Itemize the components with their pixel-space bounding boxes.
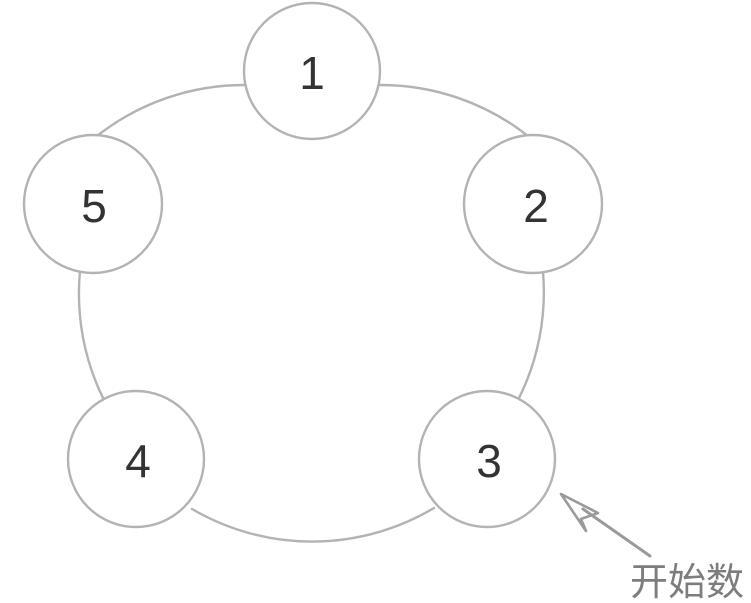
arrow-head-icon <box>559 492 600 533</box>
edge-4-to-5 <box>77 269 106 402</box>
node-label-1: 1 <box>299 47 325 99</box>
ring-connections <box>77 83 546 543</box>
node-circle-3[interactable] <box>417 389 557 529</box>
node-label-4: 4 <box>125 435 151 487</box>
edge-3-to-4 <box>190 506 436 543</box>
node-circle-1[interactable] <box>242 1 382 141</box>
node-circle-4[interactable] <box>66 389 206 529</box>
edge-5-to-1 <box>95 83 248 138</box>
node-group-2[interactable]: 2 <box>462 133 604 275</box>
node-label-5: 5 <box>81 180 107 232</box>
node-circle-5[interactable] <box>22 133 164 275</box>
node-group-3[interactable]: 3 <box>417 389 557 529</box>
node-label-3: 3 <box>476 435 502 487</box>
node-group-5[interactable]: 5 <box>22 133 164 275</box>
node-label-2: 2 <box>523 180 549 232</box>
arrow-shaft <box>581 507 652 558</box>
node-group-1[interactable]: 1 <box>242 1 382 141</box>
edge-1-to-2 <box>377 83 530 138</box>
node-group-4[interactable]: 4 <box>66 389 206 529</box>
annotation-label: 开始数 <box>630 560 744 603</box>
edge-2-to-3 <box>516 270 546 402</box>
node-circle-2[interactable] <box>462 133 604 275</box>
annotation-arrow <box>559 492 652 558</box>
